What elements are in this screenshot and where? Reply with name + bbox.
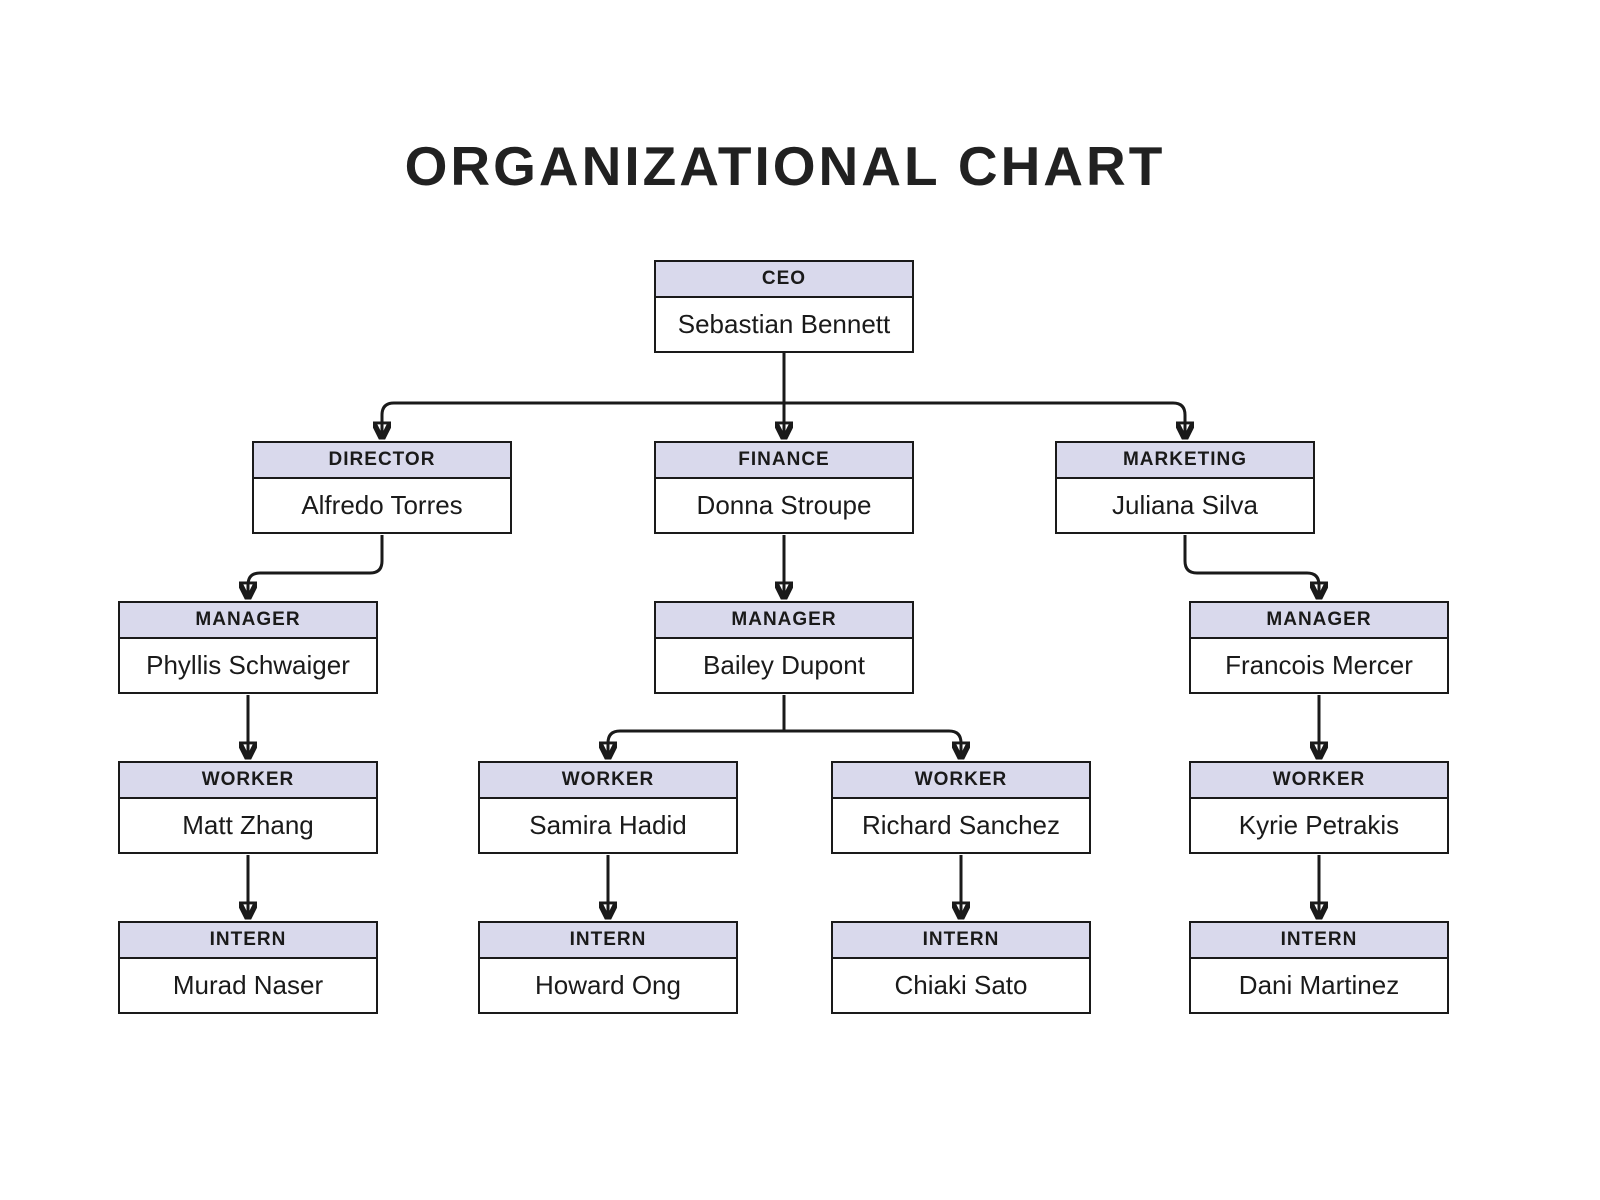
node-manager-finance-name: Bailey Dupont bbox=[656, 639, 912, 692]
connector-manager-to-worker-finance-2 bbox=[784, 729, 961, 757]
node-ceo: CEO Sebastian Bennett bbox=[654, 260, 914, 353]
node-intern-finance-2-name: Chiaki Sato bbox=[833, 959, 1089, 1012]
node-intern-director-role: INTERN bbox=[120, 923, 376, 959]
node-worker-director-name: Matt Zhang bbox=[120, 799, 376, 852]
node-worker-finance-2-role: WORKER bbox=[833, 763, 1089, 799]
node-worker-director-role: WORKER bbox=[120, 763, 376, 799]
node-intern-finance-2: INTERN Chiaki Sato bbox=[831, 921, 1091, 1014]
node-intern-marketing: INTERN Dani Martinez bbox=[1189, 921, 1449, 1014]
connector-director-to-manager bbox=[248, 535, 384, 597]
node-intern-director: INTERN Murad Naser bbox=[118, 921, 378, 1014]
node-director: DIRECTOR Alfredo Torres bbox=[252, 441, 512, 534]
node-manager-marketing-name: Francois Mercer bbox=[1191, 639, 1447, 692]
node-manager-director-role: MANAGER bbox=[120, 603, 376, 639]
node-worker-director: WORKER Matt Zhang bbox=[118, 761, 378, 854]
node-marketing: MARKETING Juliana Silva bbox=[1055, 441, 1315, 534]
connector-manager-to-worker-finance-1 bbox=[608, 729, 784, 757]
node-intern-director-name: Murad Naser bbox=[120, 959, 376, 1012]
node-marketing-name: Juliana Silva bbox=[1057, 479, 1313, 532]
node-intern-marketing-name: Dani Martinez bbox=[1191, 959, 1447, 1012]
node-intern-finance-1-role: INTERN bbox=[480, 923, 736, 959]
node-worker-finance-1: WORKER Samira Hadid bbox=[478, 761, 738, 854]
node-finance-name: Donna Stroupe bbox=[656, 479, 912, 532]
node-worker-marketing-name: Kyrie Petrakis bbox=[1191, 799, 1447, 852]
node-manager-finance: MANAGER Bailey Dupont bbox=[654, 601, 914, 694]
node-intern-finance-1: INTERN Howard Ong bbox=[478, 921, 738, 1014]
node-manager-marketing: MANAGER Francois Mercer bbox=[1189, 601, 1449, 694]
node-director-name: Alfredo Torres bbox=[254, 479, 510, 532]
connector-ceo-to-director bbox=[382, 401, 784, 437]
node-marketing-role: MARKETING bbox=[1057, 443, 1313, 479]
node-worker-finance-1-role: WORKER bbox=[480, 763, 736, 799]
node-ceo-name: Sebastian Bennett bbox=[656, 298, 912, 351]
node-worker-marketing: WORKER Kyrie Petrakis bbox=[1189, 761, 1449, 854]
page-title: ORGANIZATIONAL CHART bbox=[404, 135, 1166, 197]
node-intern-finance-1-name: Howard Ong bbox=[480, 959, 736, 1012]
connector-marketing-to-manager bbox=[1183, 535, 1319, 597]
node-director-role: DIRECTOR bbox=[254, 443, 510, 479]
node-finance: FINANCE Donna Stroupe bbox=[654, 441, 914, 534]
node-finance-role: FINANCE bbox=[656, 443, 912, 479]
node-manager-director-name: Phyllis Schwaiger bbox=[120, 639, 376, 692]
node-worker-marketing-role: WORKER bbox=[1191, 763, 1447, 799]
node-manager-finance-role: MANAGER bbox=[656, 603, 912, 639]
node-manager-director: MANAGER Phyllis Schwaiger bbox=[118, 601, 378, 694]
node-worker-finance-2: WORKER Richard Sanchez bbox=[831, 761, 1091, 854]
node-ceo-role: CEO bbox=[656, 262, 912, 298]
node-manager-marketing-role: MANAGER bbox=[1191, 603, 1447, 639]
node-intern-finance-2-role: INTERN bbox=[833, 923, 1089, 959]
connector-ceo-to-marketing bbox=[784, 401, 1185, 437]
node-worker-finance-1-name: Samira Hadid bbox=[480, 799, 736, 852]
node-worker-finance-2-name: Richard Sanchez bbox=[833, 799, 1089, 852]
node-intern-marketing-role: INTERN bbox=[1191, 923, 1447, 959]
